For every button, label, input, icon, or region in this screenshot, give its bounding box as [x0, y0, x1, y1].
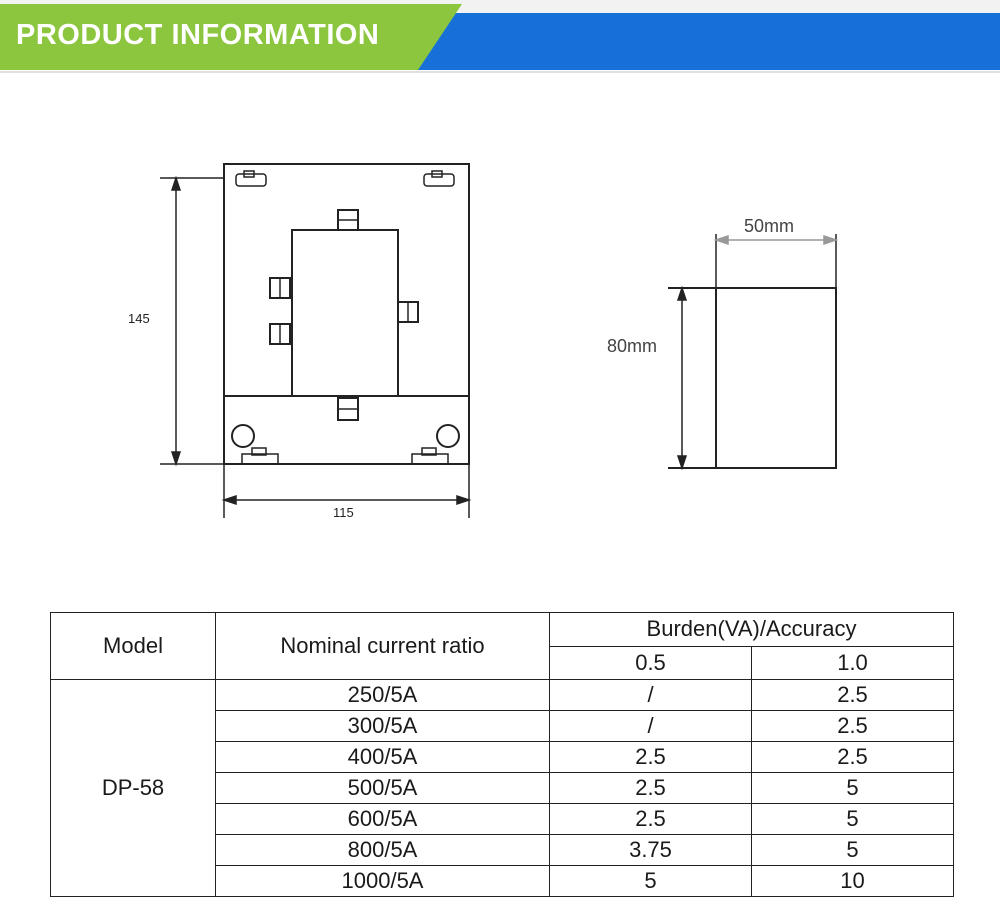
header-accuracy-10: 1.0 [751, 645, 954, 680]
spec-table: Model Nominal current ratio Burden(VA)/A… [50, 612, 954, 897]
ratio-cell: 800/5A [215, 834, 550, 866]
table-row: 500/5A 2.5 5 [51, 772, 954, 804]
accuracy-10-cell: 2.5 [751, 741, 954, 773]
header-ratio: Nominal current ratio [215, 612, 550, 680]
accuracy-10-cell: 5 [751, 772, 954, 804]
accuracy-05-cell: 5 [549, 865, 752, 897]
header-row: Model Nominal current ratio Burden(VA)/A… [50, 612, 954, 680]
front-height-label: 145 [128, 311, 150, 326]
ratio-cell: 500/5A [215, 772, 550, 804]
banner-blue-band [410, 13, 1000, 70]
ratio-cell: 250/5A [215, 679, 550, 711]
dimension-drawing: 145 115 50mm 80mm [128, 163, 839, 520]
accuracy-10-cell: 10 [751, 865, 954, 897]
banner-title: PRODUCT INFORMATION [16, 19, 380, 51]
table-row: 300/5A / 2.5 [51, 710, 954, 742]
ratio-cell: 600/5A [215, 803, 550, 835]
side-width-label: 50mm [744, 216, 794, 236]
header-accuracy-05: 0.5 [549, 645, 752, 680]
banner-green-band [0, 4, 462, 70]
accuracy-10-cell: 2.5 [751, 679, 954, 711]
header-burden: Burden(VA)/Accuracy [549, 612, 954, 647]
accuracy-05-cell: 2.5 [549, 741, 752, 773]
side-height-label: 80mm [607, 336, 657, 356]
table-row: DP-58 250/5A / 2.5 [50, 679, 954, 897]
accuracy-10-cell: 2.5 [751, 710, 954, 742]
header-subrow: 0.5 1.0 [51, 645, 954, 680]
ratio-cell: 300/5A [215, 710, 550, 742]
accuracy-05-cell: 2.5 [549, 803, 752, 835]
table-row: 400/5A 2.5 2.5 [51, 741, 954, 773]
front-width-label: 115 [333, 505, 354, 520]
accuracy-05-cell: 2.5 [549, 772, 752, 804]
accuracy-05-cell: / [549, 710, 752, 742]
accuracy-05-cell: 3.75 [549, 834, 752, 866]
front-view [160, 163, 472, 518]
accuracy-10-cell: 5 [751, 834, 954, 866]
accuracy-05-cell: / [549, 679, 752, 711]
header-model: Model [50, 612, 216, 680]
side-view [668, 234, 839, 471]
table-row: 1000/5A 5 10 [51, 865, 954, 897]
banner-background [0, 0, 1000, 73]
accuracy-10-cell: 5 [751, 803, 954, 835]
product-info-banner: PRODUCT INFORMATION [0, 0, 1000, 74]
ratio-cell: 1000/5A [215, 865, 550, 897]
ratio-cell: 400/5A [215, 741, 550, 773]
model-cell: DP-58 [50, 679, 216, 897]
